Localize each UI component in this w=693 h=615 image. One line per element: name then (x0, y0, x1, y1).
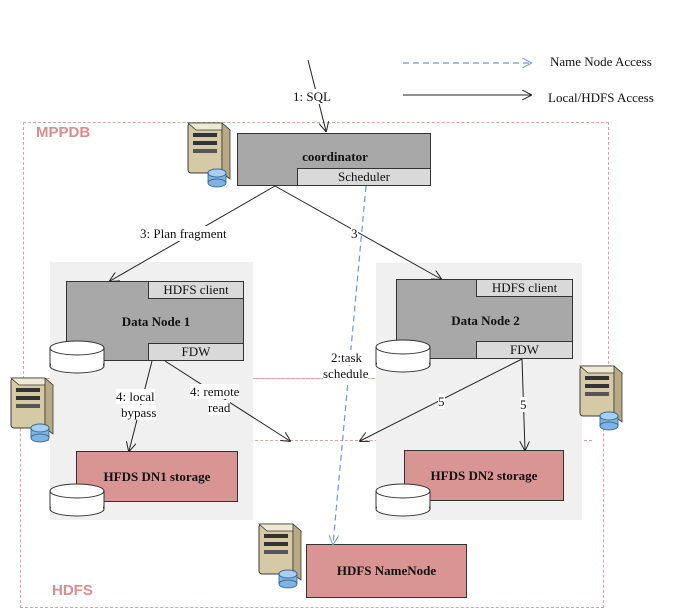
legend-name-node-access: Name Node Access (550, 54, 652, 69)
data-node-2-hdfs-client: HDFS client (476, 279, 573, 297)
hdfs-right-server-icon (579, 365, 623, 431)
task-schedule-label-line1: 2:task (331, 350, 363, 365)
hdfs-region-label: HDFS (52, 582, 93, 599)
remote-read-label-line2: read (208, 400, 231, 415)
data-node-1-disk-icon (49, 340, 105, 374)
sql-label: 1: SQL (293, 89, 331, 104)
task-schedule-label-line2: schedule (323, 366, 369, 381)
hdfs-left-server-icon (10, 377, 54, 443)
data-node-2-fdw: FDW (476, 341, 573, 359)
scheduler-box: Scheduler (297, 168, 431, 186)
five-local-label: 5 (520, 397, 527, 412)
data-node-1-hdfs-client: HDFS client (148, 281, 244, 299)
namenode-server-icon (258, 523, 302, 589)
coordinator-node: coordinator (237, 133, 431, 186)
plan-fragment-3-label: 3 (351, 226, 358, 241)
data-node-2-title: Data Node 2 (451, 313, 520, 328)
data-node-1-title: Data Node 1 (121, 314, 191, 329)
hdfs-namenode-box: HDFS NameNode (306, 544, 467, 598)
mppdb-region-label: MPPDB (36, 124, 91, 141)
coordinator-title: coordinator (302, 149, 368, 164)
dn2-storage-box: HFDS DN2 storage (404, 450, 564, 501)
local-bypass-label-line2: bypass (121, 405, 157, 420)
legend-local-hdfs-access: Local/HDFS Access (548, 90, 654, 105)
data-node-2-disk-icon (375, 339, 431, 373)
coordinator-server-icon (187, 122, 231, 188)
dn2-storage-disk-icon (375, 483, 431, 517)
plan-fragment-arrow-2 (274, 185, 441, 279)
hdfs-region (20, 378, 604, 608)
remote-read-label-line1: 4: remote (190, 384, 240, 399)
five-remote-label: 5 (438, 394, 445, 409)
hdfs-inner-region (36, 440, 592, 441)
dn1-storage-disk-icon (49, 483, 105, 517)
local-bypass-label-line1: 4: local (116, 389, 155, 404)
task-schedule-arrow (333, 185, 367, 544)
data-node-1-fdw: FDW (148, 343, 244, 361)
plan-fragment-label: 3: Plan fragment (140, 226, 227, 241)
